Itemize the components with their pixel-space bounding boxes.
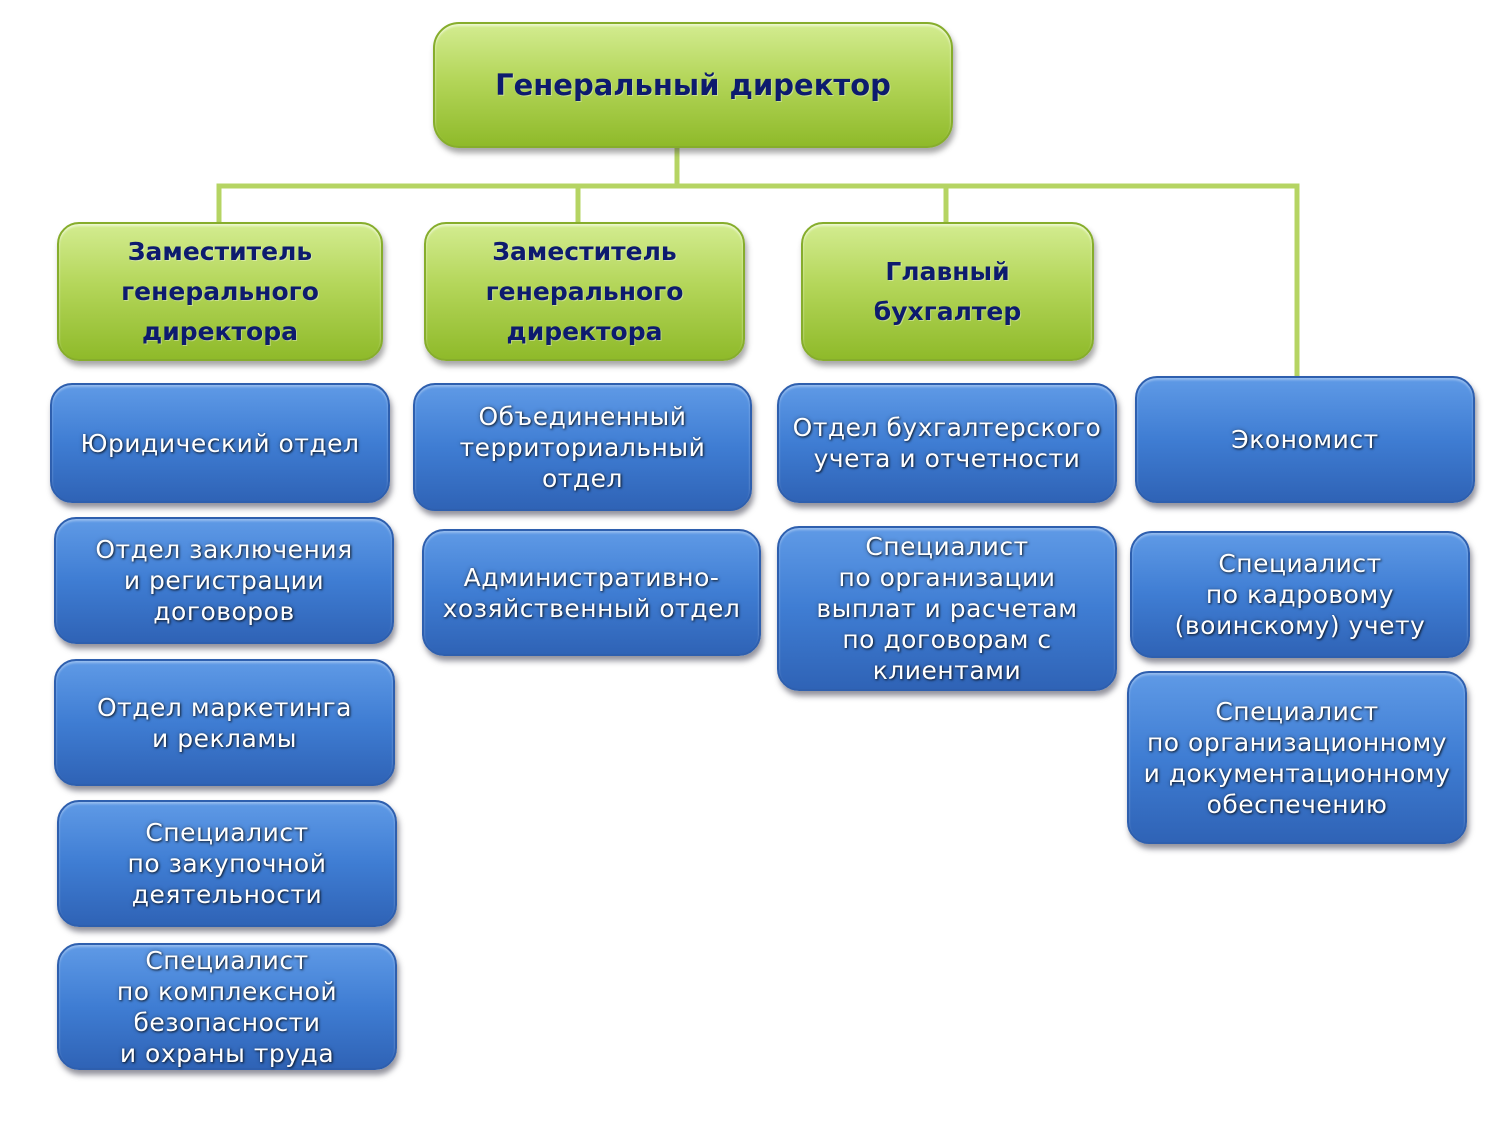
procurement-specialist-box: Специалист по закупочной деятельности [57, 800, 397, 927]
territorial-department-box: Объединенный территориальный отдел [413, 383, 752, 511]
contracts-department-box: Отдел заключения и регистрации договоров [54, 517, 394, 644]
general-director-label: Генеральный директор [495, 68, 891, 102]
payments-specialist-label: Специалист по организации выплат и расче… [816, 532, 1078, 685]
accounting-department-label: Отдел бухгалтерского учета и отчетности [792, 413, 1102, 473]
procurement-specialist-label: Специалист по закупочной деятельности [127, 818, 327, 909]
security-specialist-label: Специалист по комплексной безопасности и… [116, 945, 338, 1068]
marketing-department-label: Отдел маркетинга и рекламы [97, 692, 352, 753]
general-director-box: Генеральный директор [433, 22, 953, 148]
administrative-department-label: Административно- хозяйственный отдел [442, 562, 741, 623]
payments-specialist-box: Специалист по организации выплат и расче… [777, 526, 1117, 691]
deputy-director-2-label: Заместитель генерального директора [485, 236, 684, 346]
chief-accountant-label: Главный бухгалтер [873, 256, 1022, 326]
hr-specialist-label: Специалист по кадровому (воинскому) учет… [1174, 549, 1426, 640]
hr-specialist-box: Специалист по кадровому (воинскому) учет… [1130, 531, 1470, 658]
documentation-specialist-label: Специалист по организационному и докумен… [1143, 696, 1451, 819]
documentation-specialist-box: Специалист по организационному и докумен… [1127, 671, 1467, 844]
security-specialist-box: Специалист по комплексной безопасности и… [57, 943, 397, 1070]
legal-department-label: Юридический отдел [80, 428, 360, 458]
deputy-director-1-box: Заместитель генерального директора [57, 222, 383, 361]
accounting-department-box: Отдел бухгалтерского учета и отчетности [777, 383, 1117, 503]
deputy-director-2-box: Заместитель генерального директора [424, 222, 745, 361]
administrative-department-box: Административно- хозяйственный отдел [422, 529, 761, 656]
contracts-department-label: Отдел заключения и регистрации договоров [95, 535, 353, 626]
legal-department-box: Юридический отдел [50, 383, 390, 503]
deputy-director-1-label: Заместитель генерального директора [121, 236, 319, 346]
economist-box: Экономист [1135, 376, 1475, 503]
marketing-department-box: Отдел маркетинга и рекламы [54, 659, 395, 786]
chief-accountant-box: Главный бухгалтер [801, 222, 1094, 361]
territorial-department-label: Объединенный территориальный отдел [459, 401, 706, 493]
economist-label: Экономист [1231, 425, 1379, 454]
